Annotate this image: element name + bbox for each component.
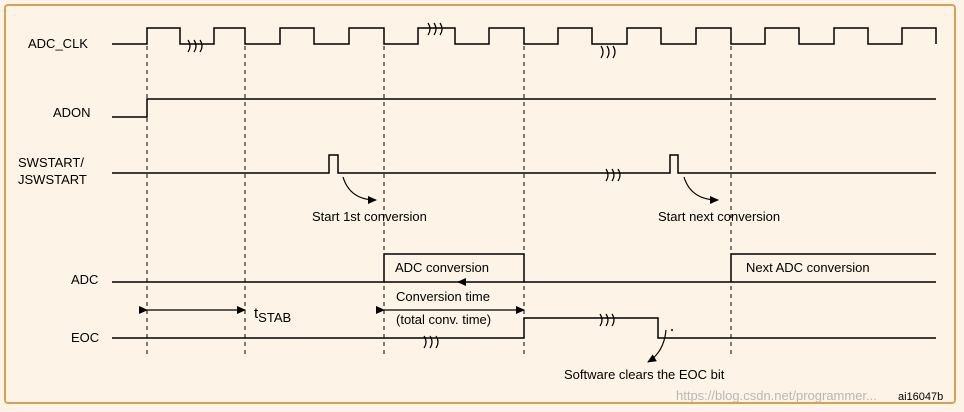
eoc-break-marks xyxy=(423,313,615,349)
start-first-arrow xyxy=(342,176,377,204)
signal-label-eoc: EOC xyxy=(71,330,99,345)
eoc-dot xyxy=(671,329,673,331)
signal-label-swstart: SWSTART/ xyxy=(18,155,84,170)
adc-conversion-label: ADC conversion xyxy=(395,260,489,275)
figure-id: ai16047b xyxy=(898,391,943,403)
total-conv-time-label: (total conv. time) xyxy=(396,312,491,327)
tstab-main: t xyxy=(254,305,259,322)
clock-break-marks xyxy=(187,22,616,59)
watermark-text: https://blog.csdn.net/programmer... xyxy=(676,388,877,403)
next-adc-conversion-label: Next ADC conversion xyxy=(746,260,870,275)
dashed-guides xyxy=(146,30,732,356)
software-clears-label: Software clears the EOC bit xyxy=(564,367,725,382)
diagram-frame xyxy=(4,4,956,404)
signal-label-adon: ADON xyxy=(53,105,91,120)
start-next-label: Start next conversion xyxy=(658,209,780,224)
software-clears-arrow xyxy=(647,329,667,363)
tstab-sub: STAB xyxy=(258,310,291,325)
signal-label-adc: ADC xyxy=(71,272,98,287)
tstab-label: tSTAB xyxy=(254,305,291,325)
conversion-time-label: Conversion time xyxy=(396,289,490,304)
start-next-arrow xyxy=(683,176,719,204)
swstart-waveform xyxy=(112,154,936,174)
start-first-label: Start 1st conversion xyxy=(312,209,427,224)
swstart-break-marks xyxy=(605,168,621,182)
signal-label-jswstart: JSWSTART xyxy=(18,172,87,187)
adon-waveform xyxy=(112,98,936,118)
eoc-waveform xyxy=(112,317,936,339)
adc-waveform xyxy=(112,253,936,283)
signal-label-adc-clk: ADC_CLK xyxy=(28,36,88,51)
adc-clk-waveform xyxy=(112,27,937,45)
